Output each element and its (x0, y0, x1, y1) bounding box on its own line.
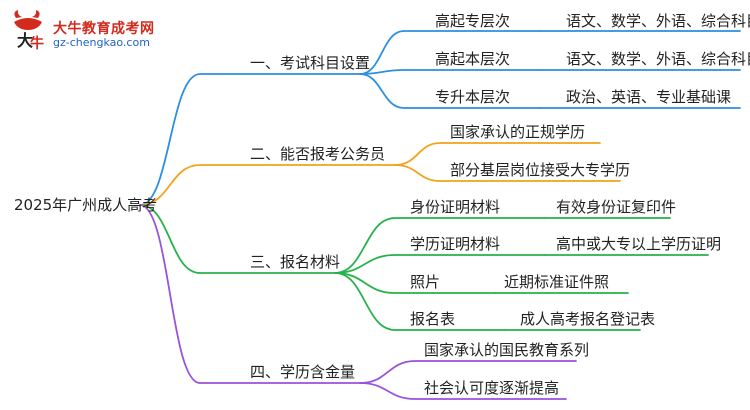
node-zhuanshengben-detail: 政治、英语、专业基础课 (566, 88, 732, 106)
node-photo: 照片 (410, 273, 441, 291)
node-education-proof: 学历证明材料 (410, 235, 501, 253)
link-root-b4 (139, 204, 361, 384)
svg-text:牛: 牛 (30, 35, 44, 52)
node-id-proof-detail: 有效身份证复印件 (556, 198, 677, 216)
node-application-form-detail: 成人高考报名登记表 (520, 310, 656, 328)
node-zhuanshengben: 专升本层次 (435, 88, 511, 106)
logo-title: 大牛教育成考网 (53, 21, 155, 37)
logo-subtitle: gz-chengkao.com (53, 36, 150, 49)
node-gaoqiben: 高起本层次 (435, 50, 511, 68)
node-gaoqizhuan: 高起专层次 (435, 12, 511, 30)
node-social-recognition: 社会认可度逐渐提高 (424, 379, 560, 397)
node-id-proof: 身份证明材料 (410, 198, 501, 216)
node-recognized-degree: 国家承认的正规学历 (450, 123, 586, 141)
node-education-proof-detail: 高中或大专以上学历证明 (556, 235, 722, 253)
svg-text:大: 大 (17, 31, 33, 50)
node-application-form: 报名表 (410, 310, 456, 328)
node-gaoqizhuan-detail: 语文、数学、外语、综合科目 (566, 12, 750, 30)
site-logo[interactable]: 大 牛 大牛教育成考网 gz-chengkao.com (8, 8, 188, 56)
branch-exam-subjects: 一、考试科目设置 (250, 54, 371, 72)
node-photo-detail: 近期标准证件照 (504, 273, 610, 291)
node-grassroots-posts: 部分基层岗位接受大专学历 (450, 161, 631, 179)
link-root-b1 (139, 73, 361, 206)
node-gaoqiben-detail: 语文、数学、外语、综合科目 (566, 50, 750, 68)
mindmap-root: 2025年广州成人高考 (14, 196, 158, 214)
link-root-b2 (139, 164, 396, 206)
node-national-education: 国家承认的国民教育系列 (424, 341, 590, 359)
branch-application-materials: 三、报名材料 (250, 253, 341, 271)
branch-degree-value: 四、学历含金量 (250, 363, 356, 381)
branch-civil-servant: 二、能否报考公务员 (250, 145, 386, 163)
bull-logo-icon: 大 牛 (14, 10, 44, 52)
link-root-b3 (139, 204, 336, 274)
